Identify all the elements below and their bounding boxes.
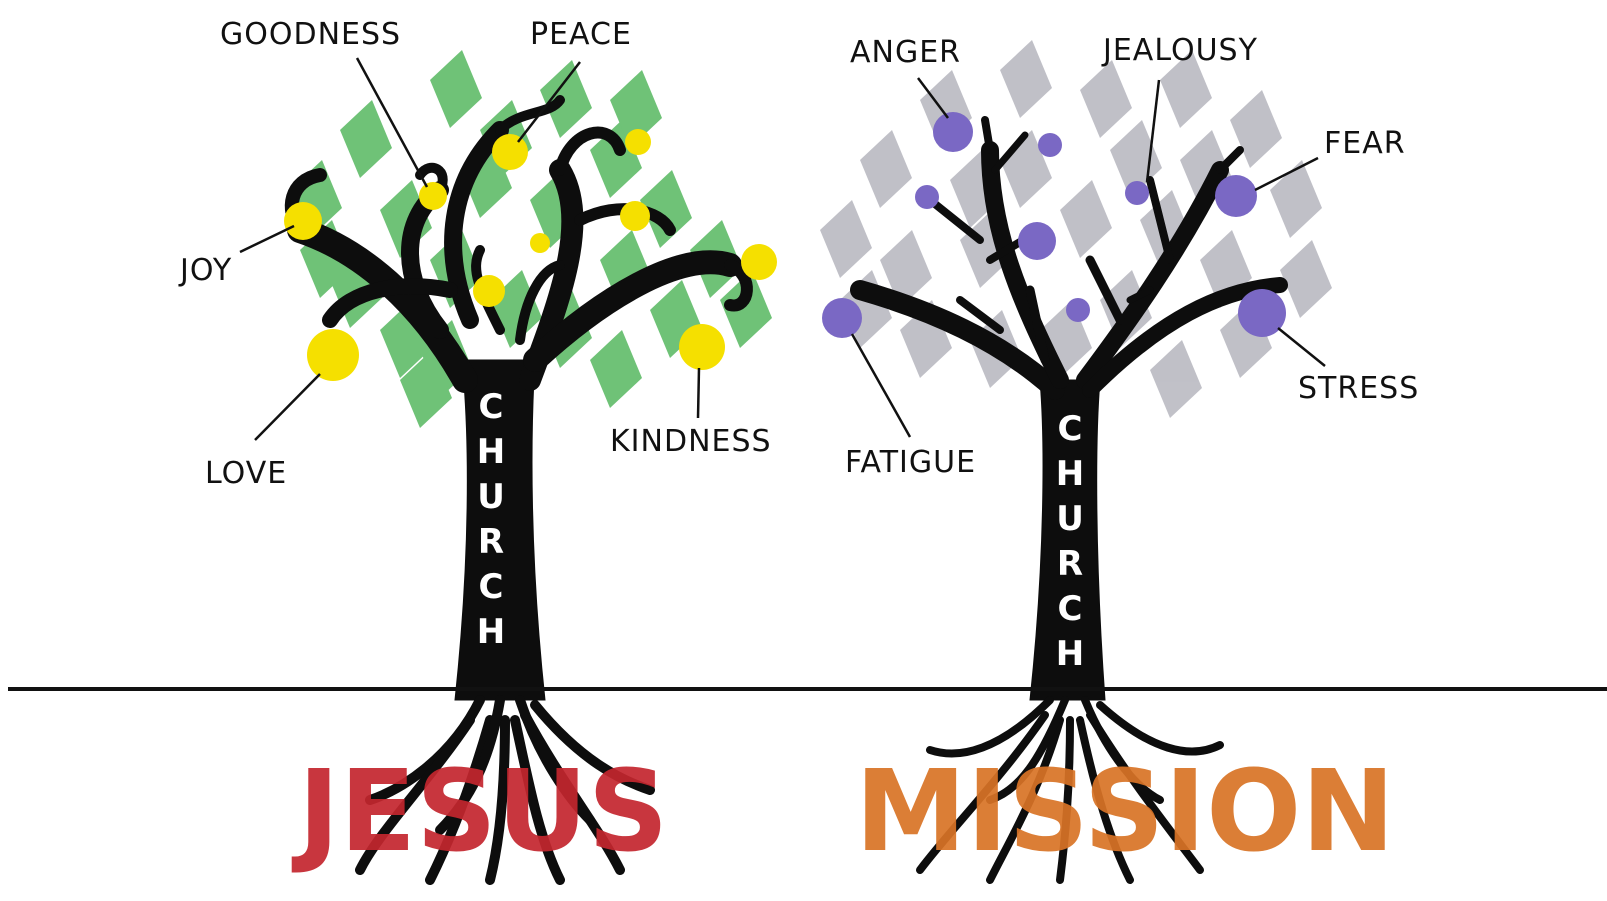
right-trunk-letter: U: [1056, 499, 1084, 539]
fruit-small-top: [1038, 133, 1062, 157]
label-jealousy: JEALOUSY: [1101, 33, 1258, 68]
fruit-anger: [933, 112, 973, 152]
right-trunk-letter: H: [1056, 634, 1084, 674]
left-labels: [239, 57, 701, 441]
fruit-mid-right: [620, 201, 650, 231]
fruit-top-right: [625, 129, 651, 155]
fruit-goodness: [419, 182, 447, 210]
right-fruits: [822, 112, 1286, 338]
left-trunk-letter: C: [479, 387, 504, 427]
fruit-fear: [1215, 175, 1257, 217]
label-kindness: KINDNESS: [610, 424, 772, 459]
right-roots: [916, 696, 1224, 884]
label-stress: STRESS: [1298, 371, 1419, 406]
left-trunk-letter: R: [478, 522, 504, 562]
left-fruits: [284, 129, 777, 381]
left-roots: [355, 695, 655, 885]
left-trunk: [284, 95, 753, 701]
left-trunk-label: C H U R C H: [477, 387, 505, 652]
fruit-peace: [492, 134, 528, 170]
label-anger: ANGER: [850, 35, 961, 70]
label-fear: FEAR: [1324, 126, 1406, 161]
fruit-far-right: [741, 244, 777, 280]
left-trunk-letter: U: [477, 477, 505, 517]
left-trunk-letter: C: [479, 567, 504, 607]
right-tree: C H U R C H ANGER JEALOUSY FEAR STRESS F…: [820, 33, 1419, 884]
right-trunk-letter: H: [1056, 454, 1084, 494]
fruit-joy: [284, 202, 322, 240]
left-trunk-letter: H: [477, 612, 505, 652]
label-love: LOVE: [205, 456, 287, 491]
right-root-word: MISSION: [855, 747, 1395, 877]
fruit-stress: [1238, 289, 1286, 337]
right-trunk-label: C H U R C H: [1056, 409, 1084, 674]
label-goodness: GOODNESS: [220, 17, 401, 52]
left-root-word: JESUS: [291, 747, 668, 877]
fruit-kindness: [679, 324, 725, 370]
fruit-center: [473, 275, 505, 307]
fruit-center: [1018, 222, 1056, 260]
right-trunk-letter: R: [1057, 544, 1083, 584]
fruit-center-small: [1066, 298, 1090, 322]
right-trunk-letter: C: [1058, 589, 1083, 629]
fruit-fatigue: [822, 298, 862, 338]
label-peace: PEACE: [530, 17, 632, 52]
right-trunk-letter: C: [1058, 409, 1083, 449]
fruit-small: [530, 233, 550, 253]
fruit-left-small: [915, 185, 939, 209]
right-canopy: [820, 40, 1332, 418]
right-labels: [850, 77, 1326, 438]
fruit-jealousy: [1125, 181, 1149, 205]
label-fatigue: FATIGUE: [845, 445, 976, 480]
left-tree: C H U R C H GOODNESS PEACE JOY LOVE KIND…: [178, 17, 777, 885]
label-joy: JOY: [178, 253, 232, 288]
fruit-love: [307, 329, 359, 381]
left-trunk-letter: H: [477, 432, 505, 472]
